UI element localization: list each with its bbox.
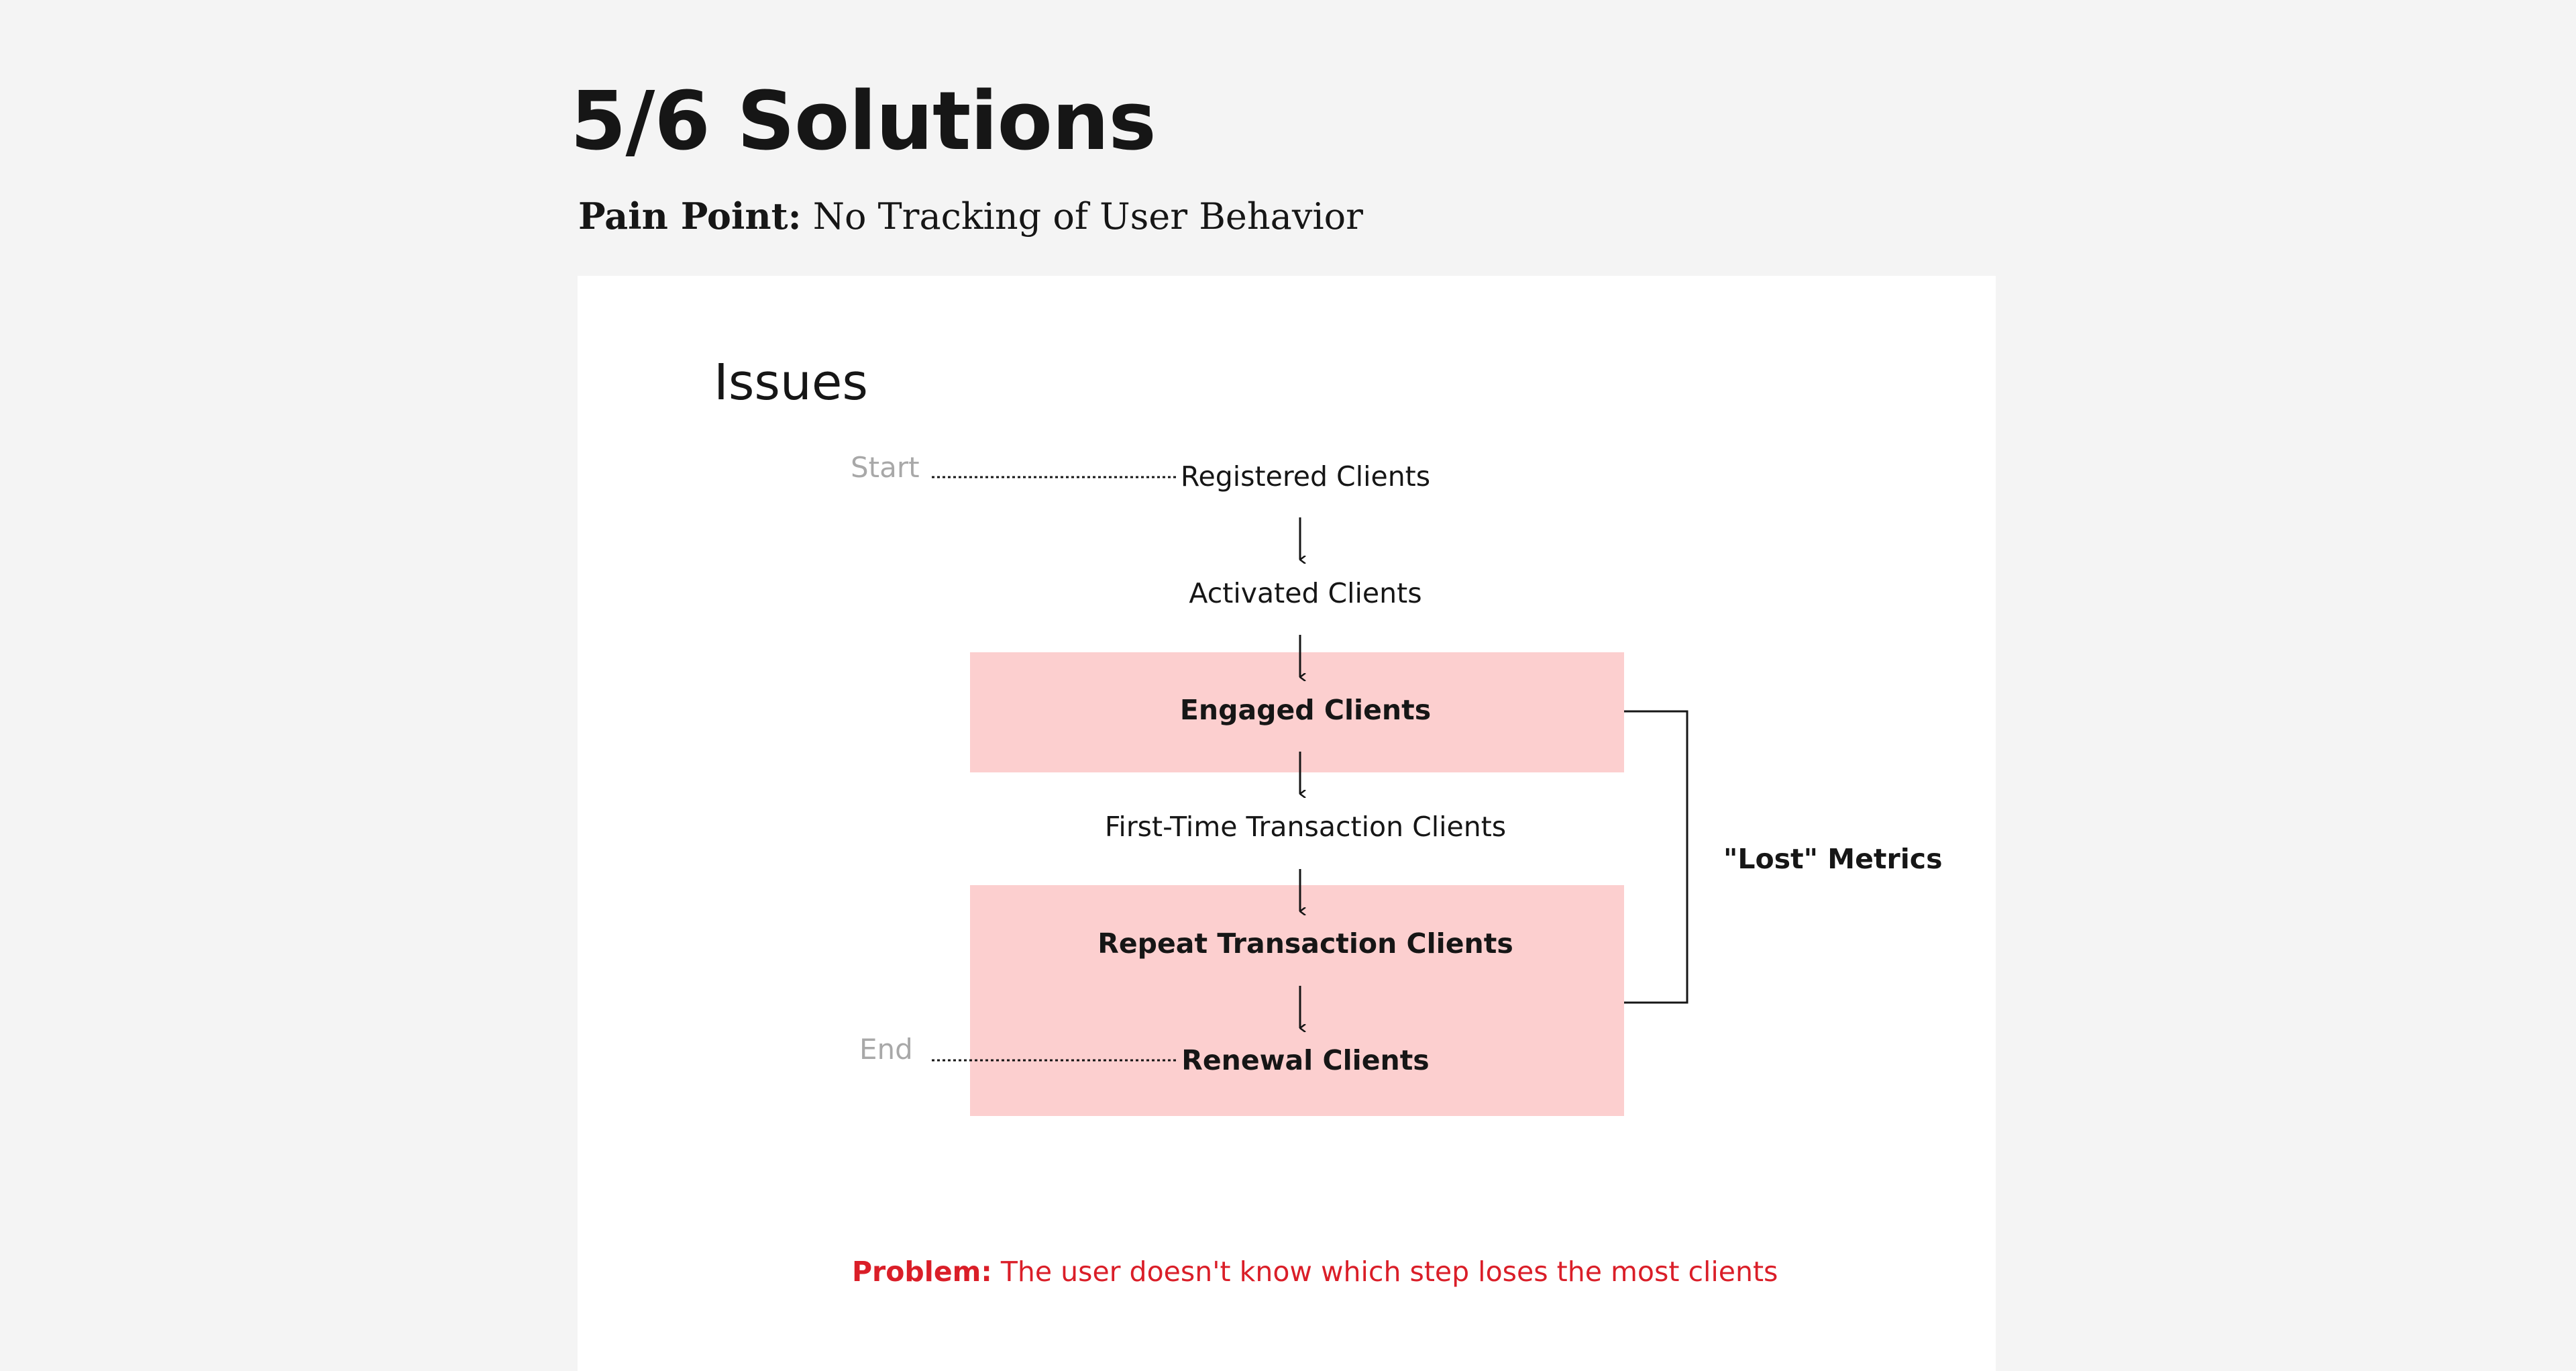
funnel-diagram: Issues Start End Registered Clients Acti…: [714, 354, 1942, 1288]
diagram-card: Issues Start End Registered Clients Acti…: [578, 276, 1996, 1371]
problem-text: The user doesn't know which step loses t…: [1000, 1256, 1778, 1288]
page-title: 5/6 Solutions: [570, 75, 1157, 168]
pain-point: Pain Point: No Tracking of User Behavior: [578, 195, 1363, 238]
step-registered-clients: Registered Clients: [1181, 460, 1430, 493]
problem-label: Problem:: [852, 1256, 992, 1288]
highlight-box-repeat-renewal: [970, 885, 1624, 1116]
highlight-box-engaged: [970, 652, 1624, 772]
lost-metrics-label: "Lost" Metrics: [1723, 843, 1942, 875]
diagram-heading: Issues: [714, 354, 868, 411]
step-repeat-transaction-clients: Repeat Transaction Clients: [1097, 927, 1513, 960]
start-label: Start: [851, 451, 920, 484]
end-label: End: [859, 1033, 913, 1066]
step-engaged-clients: Engaged Clients: [1180, 694, 1431, 726]
problem-spacer: [992, 1256, 1001, 1288]
pain-point-label: Pain Point:: [578, 195, 802, 238]
lost-metrics-bracket: [1624, 710, 1688, 1004]
problem-statement: Problem: The user doesn't know which ste…: [852, 1256, 1778, 1288]
step-renewal-clients: Renewal Clients: [1181, 1044, 1429, 1076]
step-activated-clients: Activated Clients: [1189, 577, 1421, 609]
step-first-time-transaction-clients: First-Time Transaction Clients: [1105, 811, 1506, 843]
pain-point-text: No Tracking of User Behavior: [812, 195, 1363, 238]
